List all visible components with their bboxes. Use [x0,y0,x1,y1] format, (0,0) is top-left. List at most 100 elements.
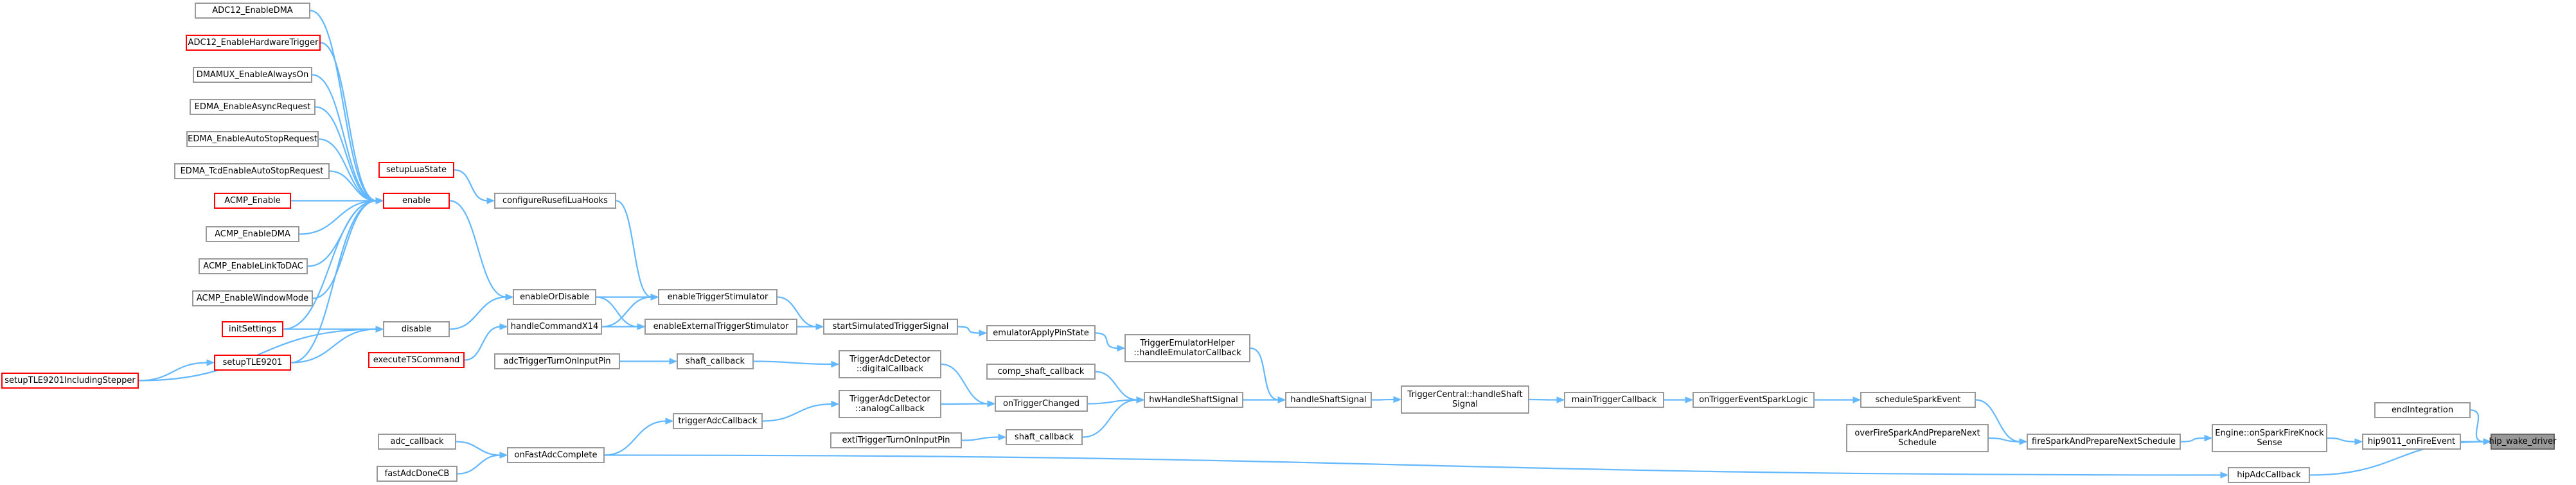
node-endIntegration[interactable]: endIntegration [2374,402,2471,418]
node-EDMA_EnableAsyncRequest[interactable]: EDMA_EnableAsyncRequest [190,99,315,115]
edge-extiTriggerTurnOnInputPin-to-shaft_callback_2 [961,436,1000,441]
node-adcTriggerTurnOnInputPin[interactable]: adcTriggerTurnOnInputPin [494,353,620,369]
node-ACMP_EnableLinkToDAC[interactable]: ACMP_EnableLinkToDAC [199,258,308,274]
edge-shaft_callback_2-to-hwHandleShaftSignal [1082,399,1138,438]
edge-arrowhead [1852,396,1861,403]
edge-onFastAdcComplete-to-hipAdcCallback [604,454,2222,476]
node-TriggerAdcDetector_digitalCallback[interactable]: TriggerAdcDetector ::digitalCallback [839,350,941,378]
node-hip9011_onFireEvent[interactable]: hip9011_onFireEvent [2362,434,2461,450]
edge-arrowhead [665,418,674,425]
edge-TriggerAdcDetector_digitalCallback-to-onTriggerChanged [941,363,989,405]
node-triggerAdcCallback[interactable]: triggerAdcCallback [673,413,763,429]
edge-ACMP_EnableDMA-to-enable [299,200,377,235]
node-overFireSparkAndPrepareNextSchedule[interactable]: overFireSparkAndPrepareNext Schedule [1846,424,1989,452]
node-ADC12_EnableHardwareTrigger[interactable]: ADC12_EnableHardwareTrigger [186,35,321,51]
node-TriggerAdcDetector_analogCallback[interactable]: TriggerAdcDetector ::analogCallback [839,390,941,418]
node-enableOrDisable[interactable]: enableOrDisable [513,289,596,305]
edge-arrowhead [637,323,646,330]
edge-arrowhead [2354,438,2363,445]
node-emulatorApplyPinState[interactable]: emulatorApplyPinState [986,325,1096,341]
edge-setupTLE9201-to-disable [290,328,377,364]
node-setupTLE9201[interactable]: setupTLE9201 [214,355,291,371]
edge-arrowhead [1393,396,1402,403]
edge-arrowhead [831,360,840,368]
node-ACMP_EnableDMA[interactable]: ACMP_EnableDMA [206,226,299,242]
edge-enableOrDisable-to-enableExternalTriggerStimulator [596,296,639,328]
node-enable[interactable]: enable [383,193,450,209]
node-shaft_callback_1[interactable]: shaft_callback [677,353,754,369]
edge-EDMA_EnableAsyncRequest-to-enable [315,106,377,202]
edge-arrowhead [505,294,514,301]
node-mainTriggerCallback[interactable]: mainTriggerCallback [1564,392,1664,408]
node-setupTLE9201IncludingStepper[interactable]: setupTLE9201IncludingStepper [1,373,139,389]
node-EDMA_EnableAutoStopRequest[interactable]: EDMA_EnableAutoStopRequest [186,131,319,147]
edge-disable-to-enableOrDisable [449,296,507,330]
node-fireSparkAndPrepareNextSchedule[interactable]: fireSparkAndPrepareNextSchedule [2027,434,2181,450]
edge-arrowhead [499,323,508,330]
node-onFastAdcComplete[interactable]: onFastAdcComplete [507,447,605,463]
node-adc_callback[interactable]: adc_callback [378,434,456,450]
edge-setupLuaState-to-configureRusefiLuaHooks [454,169,488,202]
node-extiTriggerTurnOnInputPin[interactable]: extiTriggerTurnOnInputPin [830,432,962,448]
node-onTriggerChanged[interactable]: onTriggerChanged [995,396,1088,412]
edge-arrowhead [2204,434,2213,442]
node-configureRusefiLuaHooks[interactable]: configureRusefiLuaHooks [494,193,616,209]
node-ACMP_Enable[interactable]: ACMP_Enable [214,193,291,209]
edge-arrowhead [979,330,988,337]
node-hipAdcCallback[interactable]: hipAdcCallback [2228,467,2310,483]
edge-arrowhead [1136,396,1145,403]
edge-scheduleSparkEvent-to-fireSparkAndPrepareNextSchedule [1975,399,2021,443]
edge-arrowhead [650,294,659,301]
node-ACMP_EnableWindowMode[interactable]: ACMP_EnableWindowMode [192,290,313,306]
node-handleShaftSignal[interactable]: handleShaftSignal [1285,392,1372,408]
node-Engine_onSparkFireKnockSense[interactable]: Engine::onSparkFireKnock Sense [2212,424,2327,452]
edge-Engine_onSparkFireKnockSense-to-hip9011_onFireEvent [2327,437,2356,443]
edge-DMAMUX_EnableAlwaysOn-to-enable [312,74,377,202]
node-setupLuaState[interactable]: setupLuaState [378,162,454,178]
edge-arrowhead [987,400,996,407]
edge-onTriggerChanged-to-hwHandleShaftSignal [1087,399,1138,405]
node-enableExternalTriggerStimulator[interactable]: enableExternalTriggerStimulator [644,319,797,335]
edge-arrowhead [998,434,1007,441]
edge-TriggerEmulatorHelper_handleEmulatorCallback-to-handleShaftSignal [1250,347,1279,401]
node-scheduleSparkEvent[interactable]: scheduleSparkEvent [1860,392,1976,408]
edge-arrowhead [1277,396,1286,403]
node-disable[interactable]: disable [383,321,450,337]
node-onTriggerEventSparkLogic[interactable]: onTriggerEventSparkLogic [1692,392,1815,408]
edge-arrowhead [1685,396,1694,403]
edge-emulatorApplyPinState-to-TriggerEmulatorHelper_handleEmulatorCallback [1095,332,1119,349]
edge-EDMA_TcdEnableAutoStopRequest-to-enable [329,170,377,202]
edge-comp_shaft_callback-to-hwHandleShaftSignal [1095,371,1138,401]
node-enableTriggerStimulator[interactable]: enableTriggerStimulator [658,289,777,305]
node-ADC12_EnableDMA[interactable]: ADC12_EnableDMA [195,3,310,19]
node-EDMA_TcdEnableAutoStopRequest[interactable]: EDMA_TcdEnableAutoStopRequest [174,163,330,179]
node-shaft_callback_2[interactable]: shaft_callback [1006,429,1083,445]
node-startSimulatedTriggerSignal[interactable]: startSimulatedTriggerSignal [823,319,958,335]
node-hip_wake_driver[interactable]: hip_wake_driver [2489,434,2557,450]
node-DMAMUX_EnableAlwaysOn[interactable]: DMAMUX_EnableAlwaysOn [193,67,312,83]
edge-enable-to-enableOrDisable [449,200,507,298]
edge-enableTriggerStimulator-to-startSimulatedTriggerSignal [777,296,817,328]
node-initSettings[interactable]: initSettings [222,321,283,337]
edge-initSettings-to-enable [283,200,377,330]
node-TriggerCentral_handleShaftSignal[interactable]: TriggerCentral::handleShaft Signal [1401,385,1529,414]
edge-arrowhead [1556,396,1565,403]
edge-arrowhead [815,323,824,330]
node-hwHandleShaftSignal[interactable]: hwHandleShaftSignal [1144,392,1243,408]
node-TriggerEmulatorHelper_handleEmulatorCallback[interactable]: TriggerEmulatorHelper ::handleEmulatorCa… [1124,334,1250,362]
edge-configureRusefiLuaHooks-to-enableTriggerStimulator [616,200,652,298]
node-executeTSCommand[interactable]: executeTSCommand [368,352,465,368]
edge-setupTLE9201-to-enable [290,200,377,364]
edge-adc_callback-to-onFastAdcComplete [456,441,501,456]
edge-arrowhead [206,359,215,366]
node-handleCommandX14[interactable]: handleCommandX14 [507,319,602,335]
node-fastAdcDoneCB[interactable]: fastAdcDoneCB [377,466,457,482]
edge-triggerAdcCallback-to-TriggerAdcDetector_analogCallback [762,403,833,422]
edge-arrowhead [499,452,508,459]
edge-ADC12_EnableHardwareTrigger-to-enable [320,42,377,202]
edge-setupTLE9201IncludingStepper-to-setupTLE9201 [138,362,208,382]
edge-handleCommandX14-to-enableTriggerStimulator [601,296,652,328]
edge-arrowhead [1117,344,1126,352]
node-comp_shaft_callback[interactable]: comp_shaft_callback [986,364,1096,380]
